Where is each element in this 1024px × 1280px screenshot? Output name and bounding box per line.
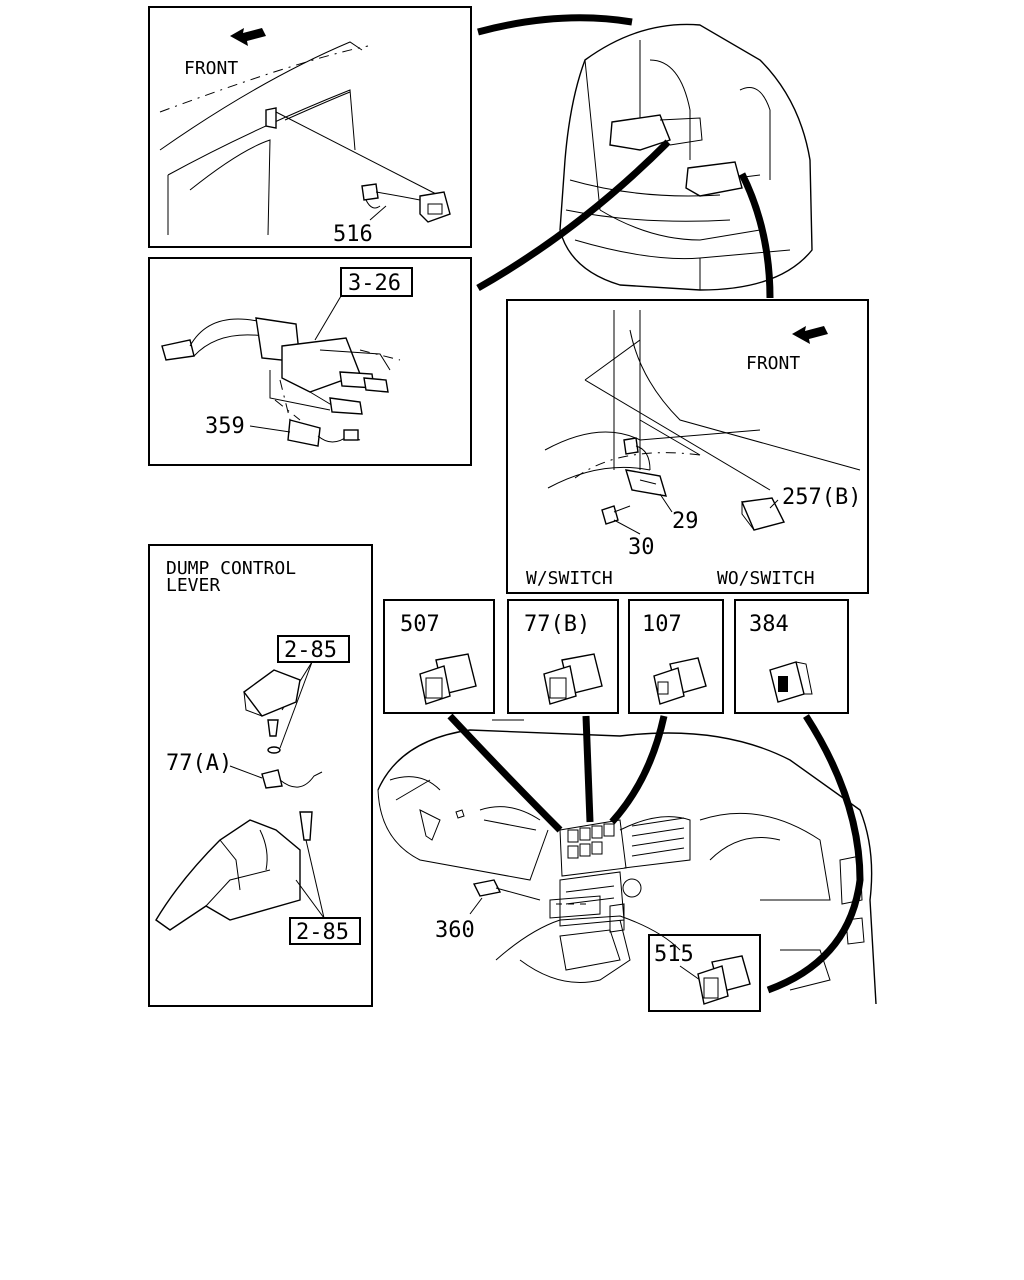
panel-dump-control-lever: DUMP CONTROL LEVER 2-85 77(A) 2-85 (148, 544, 373, 1007)
cab-overview (559, 23, 813, 291)
part-number-30: 30 (628, 535, 655, 560)
reference-3-26: 3-26 (348, 271, 401, 296)
switch-icon (419, 653, 477, 705)
part-number-515: 515 (654, 942, 694, 967)
panel-257b: FRONT 257(B) 29 30 W/SWITCH WO/SWITCH (506, 299, 869, 594)
part-number-507: 507 (400, 612, 440, 637)
reference-2-85-top: 2-85 (284, 638, 337, 663)
part-number-77a: 77(A) (166, 751, 232, 776)
reference-2-85-bottom: 2-85 (296, 920, 349, 945)
dump-control-title: DUMP CONTROL (166, 558, 296, 579)
switch-icon (543, 653, 603, 705)
part-number-516: 516 (333, 222, 373, 247)
dashboard: 360 (377, 719, 877, 1005)
part-number-77b: 77(B) (524, 612, 590, 637)
panel-359: 3-26 359 (148, 257, 472, 466)
switch-row (567, 823, 615, 859)
switch-icon (653, 657, 707, 705)
switch-box-107: 107 (628, 599, 724, 714)
switch-icon (697, 955, 751, 1005)
switch-box-77b: 77(B) (507, 599, 619, 714)
front-arrow-icon (792, 326, 828, 344)
panel-516: FRONT 516 (148, 6, 472, 248)
front-arrow-icon (230, 28, 266, 46)
part-number-29: 29 (672, 509, 699, 534)
part-number-359: 359 (205, 414, 245, 439)
connector-icon (419, 191, 451, 223)
part-number-384: 384 (749, 612, 789, 637)
part-number-360: 360 (435, 918, 475, 943)
with-switch-label: W/SWITCH (526, 568, 613, 589)
without-switch-label: WO/SWITCH (717, 568, 815, 589)
part-number-257b: 257(B) (782, 485, 861, 510)
switch-box-515: 515 (648, 934, 761, 1012)
dump-control-subtitle: LEVER (166, 575, 220, 596)
switch-box-507: 507 (383, 599, 495, 714)
front-label: FRONT (746, 353, 800, 374)
rocker-switch-icon (769, 661, 813, 703)
front-label: FRONT (184, 58, 238, 79)
switch-box-384: 384 (734, 599, 849, 714)
part-number-107: 107 (642, 612, 682, 637)
